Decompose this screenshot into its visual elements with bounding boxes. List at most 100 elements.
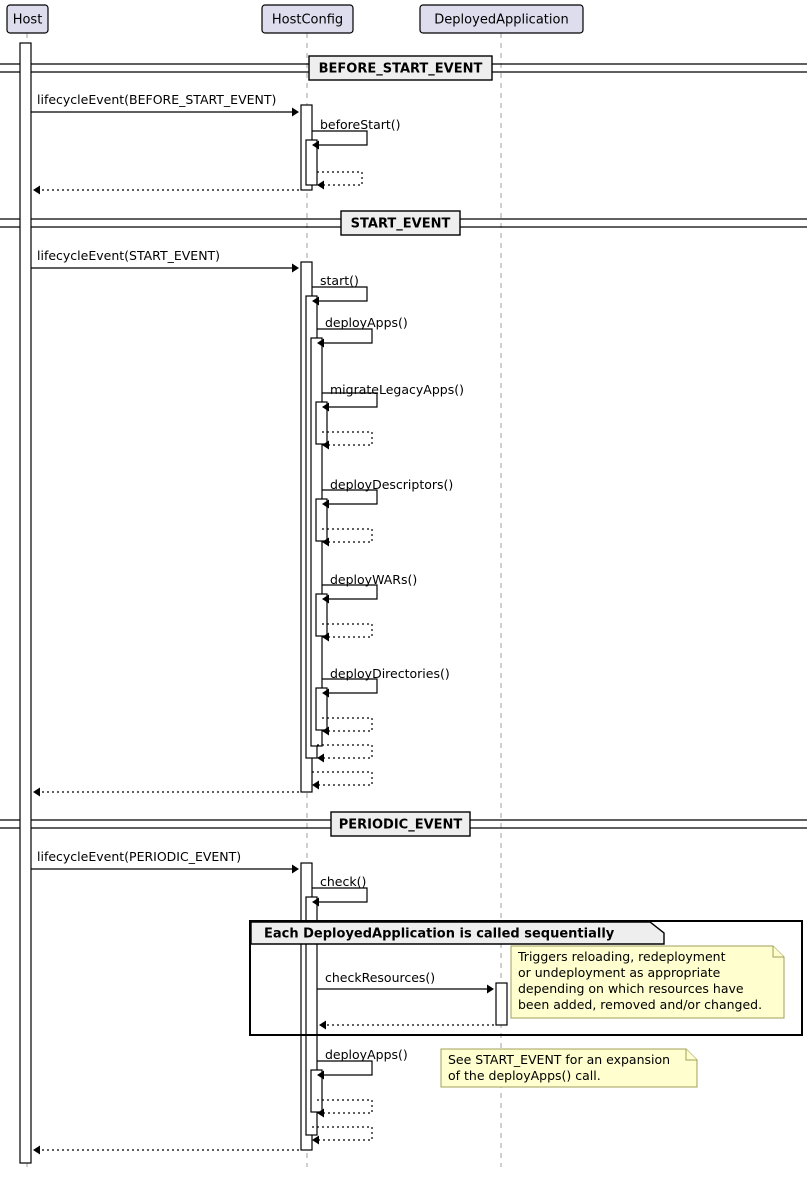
message-m14: deployDirectories() xyxy=(322,666,450,698)
message-self-path-m25 xyxy=(312,1126,373,1141)
message-m8: migrateLegacyApps() xyxy=(322,382,464,412)
message-m11 xyxy=(322,528,373,547)
message-m20: check() xyxy=(312,874,368,907)
arrowhead xyxy=(312,296,319,306)
activations-layer xyxy=(19,42,508,1164)
arrowhead xyxy=(319,1020,326,1030)
activation-host-act xyxy=(19,42,32,1164)
note-line-note-checkresources-0: Triggers reloading, redeployment xyxy=(517,949,726,964)
activation-hc-descriptors xyxy=(315,498,328,542)
participant-box-host[interactable] xyxy=(6,4,49,34)
divider-box-periodic xyxy=(330,811,471,837)
note-fold-note-deployapps xyxy=(685,1049,697,1061)
arrowhead xyxy=(292,864,299,874)
message-self-path-m8 xyxy=(322,392,378,408)
arrowhead xyxy=(312,1135,319,1145)
message-label-m21: checkResources() xyxy=(325,970,435,985)
message-m6: start() xyxy=(312,273,368,306)
activation-hc-wars xyxy=(315,593,328,637)
message-m12: deployWARs() xyxy=(322,572,417,604)
note-line-note-checkresources-1: or undeployment as appropriate xyxy=(518,965,721,980)
arrowhead xyxy=(292,107,299,117)
message-m25 xyxy=(312,1126,373,1145)
note-body-note-deployapps xyxy=(440,1048,698,1088)
message-self-path-m15 xyxy=(322,717,373,732)
note-body-note-checkresources xyxy=(510,945,785,1019)
message-self-path-m24 xyxy=(317,1099,373,1114)
activation-hc-deployapps xyxy=(310,337,323,747)
message-label-m12: deployWARs() xyxy=(330,572,417,587)
message-self-path-m11 xyxy=(322,528,373,543)
activation-hc-check xyxy=(305,896,318,1136)
message-m2: beforeStart() xyxy=(312,117,401,150)
participant-label-host: Host xyxy=(13,13,43,28)
arrowhead xyxy=(322,594,329,604)
arrowhead xyxy=(312,897,319,907)
message-m5: lifecycleEvent(START_EVENT) xyxy=(31,248,299,273)
arrowhead xyxy=(322,402,329,412)
arrowhead xyxy=(317,338,324,348)
note-line-note-deployapps-1: of the deployApps() call. xyxy=(448,1068,601,1083)
participant-label-deployedapp: DeployedApplication xyxy=(434,13,568,28)
message-self-path-m20 xyxy=(312,887,368,903)
note-line-note-deployapps-0: See START_EVENT for an expansion xyxy=(448,1052,670,1067)
message-m13 xyxy=(322,623,373,642)
arrowhead xyxy=(33,185,40,195)
message-self-path-m13 xyxy=(322,623,373,638)
message-self-path-m3 xyxy=(317,171,363,186)
note-fold-note-checkresources xyxy=(772,946,784,958)
arrowhead xyxy=(33,1145,40,1155)
activation-hc-migrate xyxy=(315,401,328,445)
group-frame-group-sequential xyxy=(249,920,803,1036)
message-label-m7: deployApps() xyxy=(325,315,408,330)
participant-box-hostconfig[interactable] xyxy=(261,4,354,34)
message-m26 xyxy=(33,1145,299,1155)
activation-da-checkresources xyxy=(495,982,508,1026)
participant-box-deployedapp[interactable] xyxy=(419,4,584,34)
dividers-layer: BEFORE_START_EVENT START_EVENT PERIODIC_EV… xyxy=(0,55,807,837)
message-self-path-m9 xyxy=(322,431,373,446)
message-m7: deployApps() xyxy=(317,315,408,348)
message-label-m14: deployDirectories() xyxy=(330,666,450,681)
message-self-path-m16 xyxy=(317,744,373,759)
message-m24 xyxy=(317,1099,373,1118)
participants-layer: Host HostConfig DeployedApplication xyxy=(6,4,584,34)
message-self-path-m17 xyxy=(312,771,373,786)
participant-label-hostconfig: HostConfig xyxy=(272,13,343,28)
arrowhead xyxy=(322,632,329,642)
message-m18 xyxy=(33,787,299,797)
message-label-m5: lifecycleEvent(START_EVENT) xyxy=(37,248,220,263)
arrowhead xyxy=(317,753,324,763)
message-self-path-m6 xyxy=(312,286,368,302)
divider-box-before-start xyxy=(308,55,493,81)
arrowhead xyxy=(33,787,40,797)
message-m19: lifecycleEvent(PERIODIC_EVENT) xyxy=(31,849,299,874)
note-line-note-checkresources-3: been added, removed and/or changed. xyxy=(518,997,762,1012)
activation-hc-deployapps2 xyxy=(310,1069,323,1113)
group-tab-label-group-sequential: Each DeployedApplication is called seque… xyxy=(264,927,615,942)
message-label-m6: start() xyxy=(320,273,359,288)
arrowhead xyxy=(317,1108,324,1118)
arrowhead xyxy=(487,984,494,994)
arrowhead xyxy=(317,180,324,190)
arrowhead xyxy=(292,263,299,273)
divider-label-before-start: BEFORE_START_EVENT xyxy=(319,62,483,77)
arrowhead xyxy=(322,440,329,450)
message-self-path-m10 xyxy=(322,489,378,505)
arrowhead xyxy=(322,537,329,547)
divider-label-start: START_EVENT xyxy=(351,217,451,232)
message-label-m10: deployDescriptors() xyxy=(330,477,453,492)
message-self-path-m14 xyxy=(322,678,378,694)
message-m9 xyxy=(322,431,373,450)
group-tab-group-sequential xyxy=(250,921,665,945)
message-m23: deployApps() xyxy=(317,1047,408,1080)
message-label-m8: migrateLegacyApps() xyxy=(330,382,464,397)
message-m17 xyxy=(312,771,373,790)
divider-label-periodic: PERIODIC_EVENT xyxy=(339,818,463,833)
activation-hc-directories xyxy=(315,687,328,731)
